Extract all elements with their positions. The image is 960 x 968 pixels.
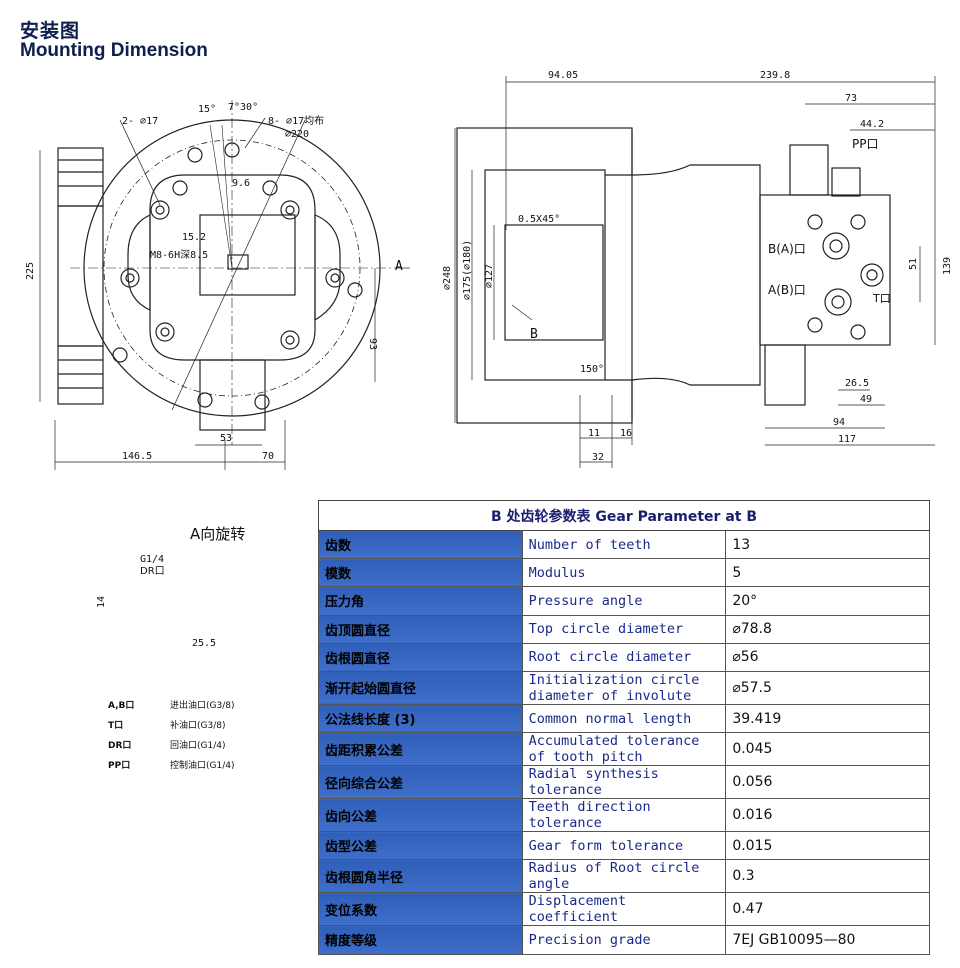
port-plate [227,254,249,270]
label-dim-146-5: 146.5 [122,451,152,462]
label-port-t: T口 [872,292,891,305]
label-angle-7: 7°30° [228,102,258,113]
label-dim-32: 32 [592,452,604,463]
label-dia-127: ⌀127 [484,264,495,288]
port-block [199,214,296,296]
rotation-view-title: A向旋转 [190,525,246,543]
label-dia-220: ⌀220 [285,129,309,140]
label-dim-70: 70 [262,451,274,462]
label-dia-248: ⌀248 [442,266,453,290]
legend-row: T口补油口(G3/8) [108,721,226,731]
label-port-pp: PP口 [852,137,878,151]
legend-row: A,B口进出油口(G3/8) [108,701,235,711]
upper-plug [789,144,829,196]
page-title-en: Mounting Dimension [20,40,208,61]
left-column [57,205,104,347]
label-port-a: A(B)口 [768,283,806,297]
flange-step [605,130,633,420]
label-dim-25-5: 25.5 [192,638,216,649]
label-angle-15: 15° [198,104,216,115]
label-dim-117: 117 [838,434,856,445]
label-chamfer: 0.5X45° [518,214,560,225]
label-dim-9-6: 9.6 [232,178,250,189]
motor-body-outline [149,174,316,361]
label-port-g: G1/4 [140,554,164,565]
upper-cylinder [57,147,104,207]
label-holes-2: 2- ⌀17 [122,116,158,127]
label-dim-94: 94 [833,417,845,428]
front-view [39,100,410,470]
lower-cylinder [57,345,104,405]
label-holes-8: 8- ⌀17均布 [268,115,324,127]
bolt-holes [112,142,363,410]
label-arrow-a: A [395,259,403,274]
label-thread: M8-6H深8.5 [150,249,208,261]
side-flange-outline [456,127,633,424]
label-dim-15-2: 15.2 [182,232,206,243]
label-dim-139: 139 [942,257,953,275]
label-dia-175: ⌀175(⌀180) [462,240,473,300]
side-view [454,76,936,468]
pp-port-block [831,167,861,197]
label-dim-225: 225 [25,262,36,280]
legend-row: DR口回油口(G1/4) [108,741,226,751]
label-dim-93: 93 [367,338,378,350]
label-dim-49: 49 [860,394,872,405]
port-b-hole [822,232,850,260]
right-lobe [314,214,341,322]
label-angle-150: 150° [580,364,604,375]
mounting-drawing: 2- ⌀17 8- ⌀17均布 ⌀220 15° 7°30° 9.6 15.2 … [25,70,953,470]
port-a-hole [824,288,852,316]
label-port-dr: DR口 [140,566,165,577]
port-t-hole [860,263,884,287]
gear-shaft-rect [504,224,604,341]
label-dim-44-2: 44.2 [860,119,884,130]
label-letter-b: B [530,327,538,342]
legend-row: PP口控制油口(G1/4) [108,761,235,771]
left-lobe [127,214,151,311]
label-dim-239-8: 239.8 [760,70,790,81]
lower-plug [764,344,806,406]
label-dim-53: 53 [220,433,232,444]
label-dim-26-5: 26.5 [845,378,869,389]
label-dim-51: 51 [908,258,919,270]
rotation-labels: G1/4 DR口 14 25.5 [96,554,216,649]
port-legend: A,B口进出油口(G3/8) T口补油口(G3/8) DR口回油口(G1/4) … [108,696,234,776]
label-port-b: B(A)口 [768,242,806,256]
page-title-cn: 安装图 [20,20,81,42]
label-dim-14: 14 [96,596,107,608]
gear-table-title: B 处齿轮参数表 Gear Parameter at B [318,500,930,531]
label-dim-94-05: 94.05 [548,70,578,81]
side-inner-rect [484,169,606,381]
label-dim-11: 11 [588,428,600,439]
label-dim-73: 73 [845,93,857,104]
motor-housing [631,164,761,386]
label-dim-16: 16 [620,428,632,439]
